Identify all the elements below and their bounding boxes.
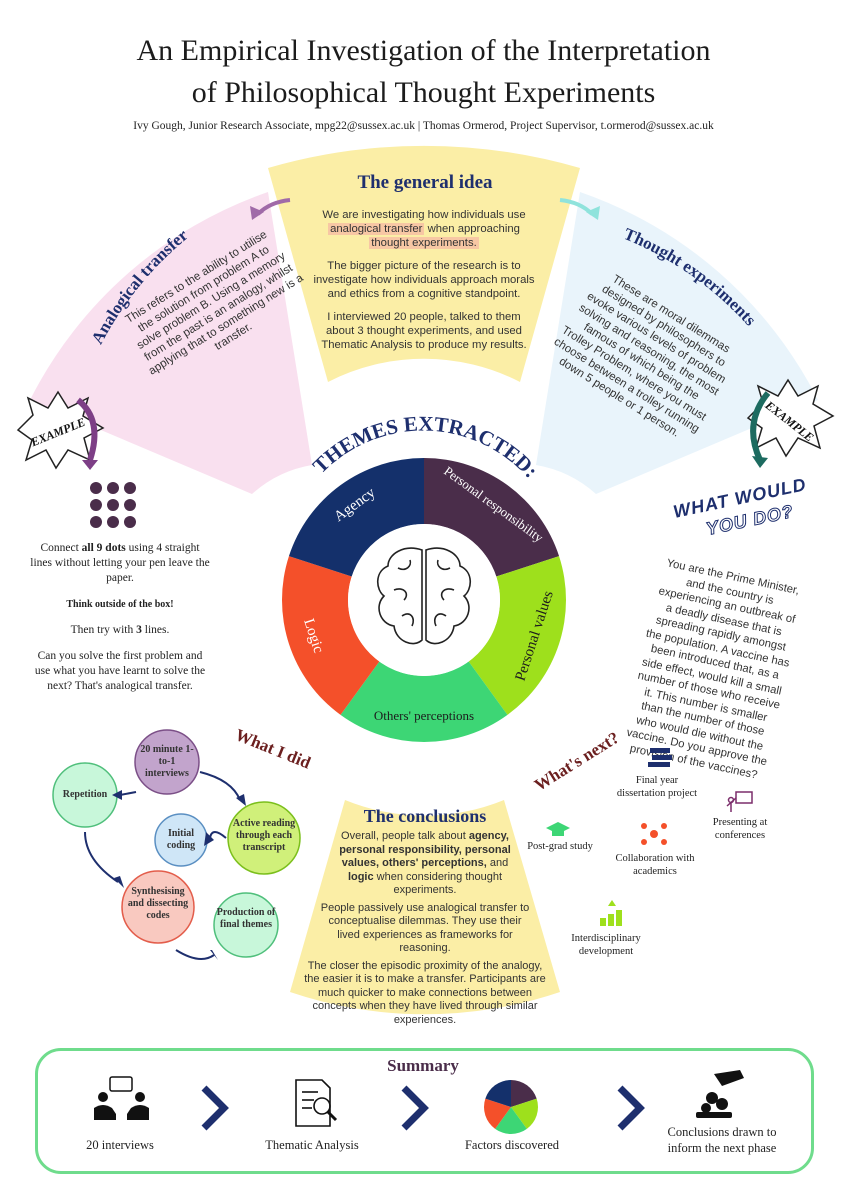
dots-question: Can you solve the first problem and use … [34, 650, 206, 692]
poster-title: An Empirical Investigation of the Interp… [40, 30, 807, 114]
conclusions-body: Overall, people talk about agency, perso… [300, 830, 550, 1031]
step-active-reading-circle [227, 801, 301, 875]
next-item-collaboration: Collaboration with academics [615, 853, 695, 877]
title-line-1: An Empirical Investigation of the Interp… [136, 34, 711, 67]
seedling-hand-icon [696, 1070, 744, 1118]
general-p1-b: when approaching [427, 223, 520, 235]
step-final-themes-label: Production of final themes [216, 907, 276, 930]
arrow-head-analogical [250, 206, 264, 220]
next-item-dissertation: Final year dissertation project [616, 775, 698, 799]
next-item-conferences: Presenting at conferences [712, 817, 768, 841]
step-final-themes-circle [213, 892, 279, 958]
dots-tip: Think outside of the box! [66, 599, 174, 610]
conclusions-p3: The closer the episodic proximity of the… [304, 959, 546, 1026]
nine-dots-puzzle [90, 482, 136, 528]
interview-icon [94, 1076, 149, 1120]
step-synthesising-label: Synthesising and dissecting codes [127, 886, 189, 921]
step-interviews-circle [134, 729, 200, 795]
conclusions-p2: People passively use analogical transfer… [320, 901, 530, 955]
authors-line: Ivy Gough, Junior Research Associate, mp… [133, 120, 714, 132]
step-synthesising-circle [121, 870, 195, 944]
growth-icon [600, 900, 622, 926]
conclusions-sector [290, 800, 560, 1015]
theme-slice-agency [288, 458, 424, 577]
dots-line-3: Then try with 3 lines. [70, 624, 170, 636]
document-search-icon [295, 1079, 338, 1127]
graduation-cap-icon [546, 822, 570, 836]
theme-label-others-perceptions: Others' perceptions [374, 708, 474, 723]
summary-item-thematic: Thematic Analysis [265, 1138, 359, 1152]
analogical-sector [30, 192, 312, 494]
general-sector [268, 145, 580, 382]
theme-slice-personal-responsibility [424, 458, 560, 577]
chevron-right-icon [201, 1085, 229, 1131]
title-line-2: of Philosophical Thought Experiments [191, 76, 656, 109]
pie-icon-slice [484, 1098, 511, 1129]
step-active-reading-label: Active reading through each transcript [232, 818, 296, 853]
theme-slice-others-perceptions [340, 661, 508, 743]
step-initial-coding-label: Initial coding [166, 828, 196, 851]
arrow-head-thought [586, 206, 600, 220]
pie-icon [484, 1080, 538, 1134]
theme-slice-personal-values [468, 556, 566, 715]
pie-icon-slice [485, 1080, 511, 1107]
pie-icon-slice [511, 1080, 537, 1107]
general-idea-heading: The general idea [357, 172, 493, 193]
presenter-icon [726, 791, 753, 812]
brain-icon [376, 547, 472, 645]
general-p1-highlight-1: analogical transfer [328, 223, 425, 235]
theme-slice-logic [281, 556, 380, 715]
dots-puzzle-text: Connect all 9 dots using 4 straight line… [30, 541, 210, 705]
general-idea-p2: The bigger picture of the research is to… [313, 260, 535, 300]
general-idea-body: We are investigating how individuals use… [312, 208, 536, 361]
general-p1-a: We are investigating how individuals use [322, 209, 526, 221]
books-icon [648, 748, 672, 767]
pie-icon-slice [495, 1107, 527, 1134]
example-badge-right: EXAMPLE [746, 378, 835, 468]
conclusions-p1: Overall, people talk about agency, perso… [339, 830, 511, 896]
general-idea-p1: We are investigating how individuals use… [312, 208, 536, 250]
dots-line-1: Connect all 9 dots using 4 straight line… [30, 542, 210, 584]
pie-icon-slice [511, 1098, 538, 1129]
chevron-right-icon [401, 1085, 429, 1131]
general-p1-highlight-2: thought experiments. [369, 237, 479, 249]
step-repetition-label: Repetition [62, 789, 108, 800]
conclusions-heading: The conclusions [363, 806, 487, 826]
next-item-postgrad: Post-grad study [527, 841, 593, 852]
step-interviews-label: 20 minute 1-to-1 interviews [140, 744, 194, 779]
summary-item-interviews: 20 interviews [86, 1138, 154, 1152]
next-item-interdisciplinary: Interdisciplinary development [571, 933, 641, 957]
chevron-right-icon [617, 1085, 645, 1131]
general-idea-p3: I interviewed 20 people, talked to them … [321, 311, 527, 351]
summary-heading: Summary [387, 1056, 459, 1075]
example-badge-left: EXAMPLE [16, 390, 105, 470]
summary-box [35, 1048, 814, 1174]
network-icon [641, 823, 667, 845]
donut-center [348, 524, 500, 676]
summary-item-factors: Factors discovered [464, 1138, 560, 1152]
summary-item-conclusions: Conclusions drawn to inform the next pha… [667, 1125, 777, 1155]
